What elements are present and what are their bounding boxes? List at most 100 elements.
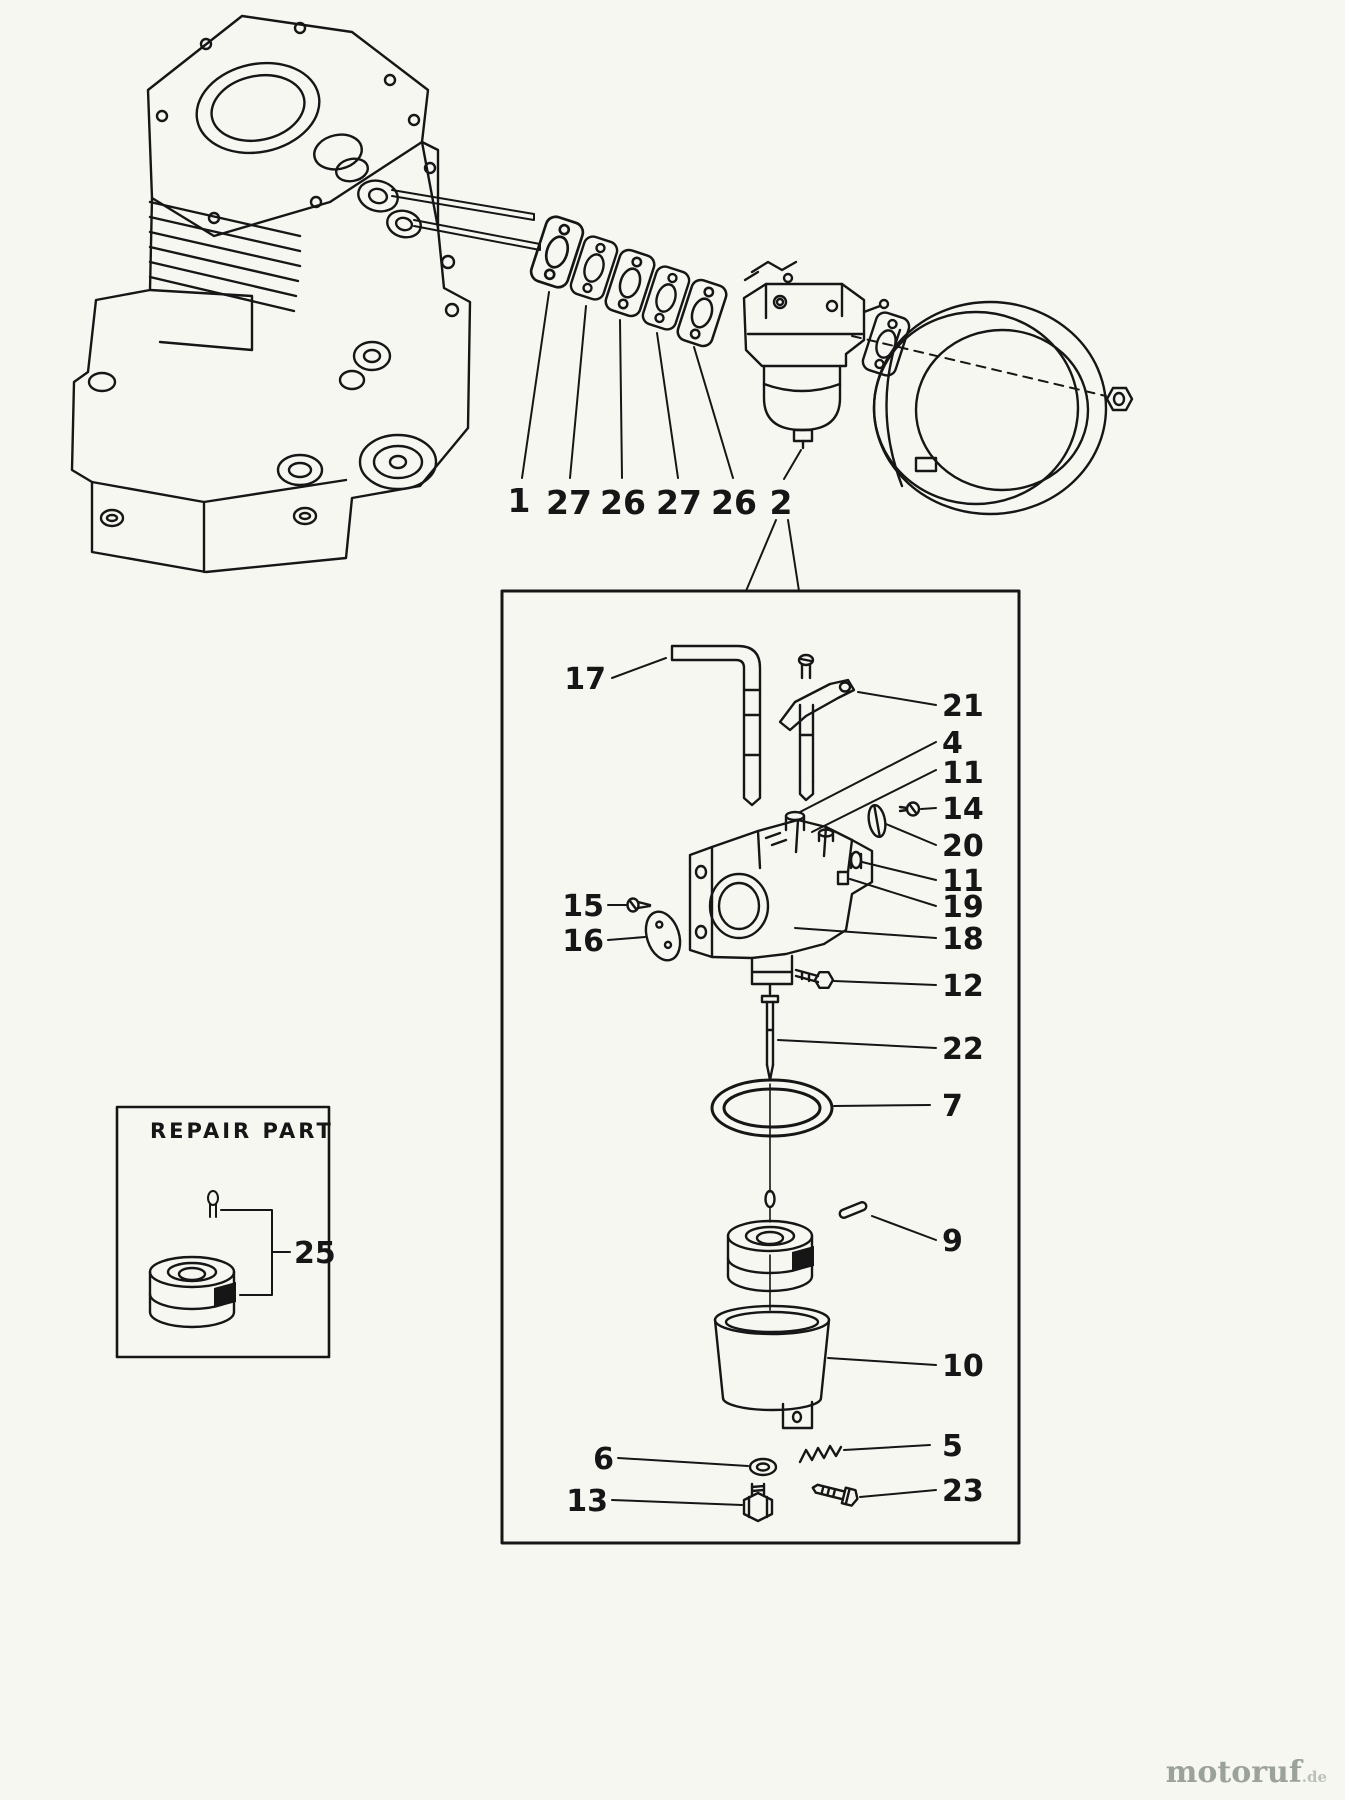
- leader-line: [656, 332, 679, 479]
- carburetor-body-part: [688, 810, 874, 996]
- callout-label-16: 16: [562, 924, 604, 959]
- leader-line: [833, 980, 937, 986]
- choke-lever-part: [778, 653, 856, 802]
- leader-line: [693, 346, 734, 479]
- intake-boss: [357, 179, 399, 213]
- leader-line: [777, 1039, 937, 1049]
- leader-line: [617, 1457, 749, 1467]
- washer-part: [748, 1457, 778, 1477]
- callout-label-5: 5: [942, 1429, 963, 1464]
- callout-label-27: 27: [546, 483, 592, 522]
- leader-line: [569, 305, 587, 479]
- leader-line: [799, 741, 937, 813]
- callout-label-20: 20: [942, 829, 984, 864]
- callout-label-15: 15: [562, 889, 604, 924]
- callout-label-26b: 26: [711, 483, 757, 522]
- leader-line: [885, 823, 937, 846]
- watermark-suffix: .de: [1301, 1768, 1327, 1786]
- float-bowl-part: [713, 1304, 831, 1430]
- callout-label-6: 6: [593, 1442, 614, 1477]
- leader-line: [811, 769, 937, 833]
- callout-label-11b: 11: [942, 864, 984, 899]
- float-bowl: [762, 364, 842, 432]
- leader-line: [619, 319, 623, 479]
- leader-line: [521, 291, 550, 479]
- callout-label-1: 1: [508, 481, 531, 520]
- hinge-pin-part: [838, 1201, 868, 1219]
- leader-line: [833, 1104, 931, 1107]
- leader-line: [611, 1499, 743, 1506]
- crankshaft-boss: [358, 433, 438, 491]
- repair-part-box: REPAIR PART 25: [115, 1105, 336, 1359]
- gasket-stack: [527, 212, 730, 350]
- carburetor-exploded-view: [626, 644, 921, 1523]
- retainer-screw-part: [794, 968, 835, 989]
- callout-label-14: 14: [942, 792, 984, 827]
- engine-block-drawing: [70, 14, 541, 574]
- leader-line: [827, 1357, 937, 1366]
- spacer-part: [674, 276, 730, 350]
- fuel-seat-part: [726, 1219, 816, 1293]
- assembly-axis-dashed-line: [851, 335, 1107, 397]
- plate-screw-part: [898, 801, 921, 817]
- needle-valve-part: [760, 994, 780, 1082]
- callout-label-26: 26: [600, 483, 646, 522]
- callout-label-21: 21: [942, 689, 984, 724]
- valve-port: [313, 133, 363, 171]
- bracket-line: [220, 1209, 273, 1296]
- leader-line: [857, 691, 937, 706]
- callout-label-13: 13: [566, 1484, 608, 1519]
- callout-label-22: 22: [942, 1032, 984, 1067]
- spacer-part: [602, 246, 658, 320]
- idle-screw-part: [626, 897, 652, 913]
- leader-line: [920, 807, 937, 810]
- air-cleaner: [851, 300, 1134, 516]
- spring-part: [798, 1444, 843, 1464]
- choke-plate-part: [644, 910, 682, 962]
- callout-label-9: 9: [942, 1224, 963, 1259]
- leader-line: [794, 927, 937, 939]
- leader-line: [871, 1215, 937, 1241]
- watermark-brand: motoruf: [1165, 1755, 1302, 1790]
- gasket-part: [567, 233, 621, 303]
- callout-label-27b: 27: [656, 483, 702, 522]
- callout-label-25: 25: [294, 1236, 336, 1271]
- leader-line: [859, 1489, 937, 1498]
- drain-bolt-part: [742, 1482, 774, 1523]
- callout-label-19: 19: [942, 890, 984, 925]
- throttle-disc-part: [867, 803, 887, 839]
- magnification-lines: [745, 519, 800, 592]
- leader-line: [861, 861, 937, 881]
- detail-callouts: 17 15 16 6 13 21 4 11 14 20: [562, 657, 984, 1519]
- leader-line: [607, 936, 646, 941]
- cylinder-bore: [195, 61, 321, 155]
- bowl-screw-part: [811, 1483, 859, 1507]
- leader-line: [611, 657, 667, 679]
- carburetor-assembled: [742, 260, 890, 450]
- retainer-clip-part: [207, 1190, 219, 1218]
- float-valve-part: [764, 1189, 776, 1209]
- heat-plate-part: [527, 212, 587, 292]
- assembly-axis: [764, 1083, 776, 1311]
- gasket-row-callouts: 1 27 26 27 26 2: [508, 291, 802, 592]
- callout-label-11: 11: [942, 756, 984, 791]
- repair-part-title: REPAIR PART: [150, 1119, 334, 1143]
- leader-line: [843, 1444, 931, 1451]
- callout-label-4: 4: [942, 726, 963, 761]
- callout-label-17: 17: [564, 662, 606, 697]
- vent-pipe-part: [670, 644, 762, 807]
- detail-box-border: [500, 589, 1021, 1545]
- callout-label-18: 18: [942, 922, 984, 957]
- mounting-nut: [1105, 386, 1134, 412]
- repair-part-border: [115, 1105, 331, 1359]
- watermark: motoruf.de: [1166, 1755, 1327, 1790]
- mounting-studs: [391, 189, 541, 251]
- callout-label-2: 2: [770, 483, 793, 522]
- repair-grommet-part: [148, 1255, 238, 1329]
- callout-label-7: 7: [942, 1089, 963, 1124]
- gasket-part: [639, 263, 693, 333]
- leader-line: [849, 878, 937, 907]
- callout-label-12: 12: [942, 969, 984, 1004]
